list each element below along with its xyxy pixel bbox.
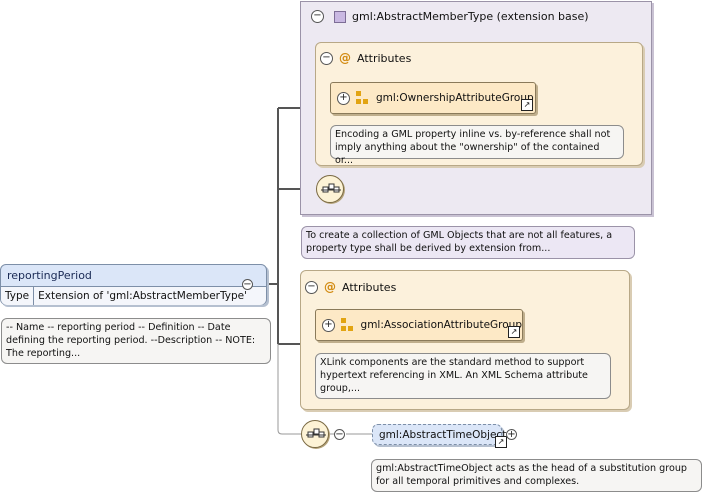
type-label: Type	[1, 287, 35, 305]
type-value: Extension of 'gml:AbstractMemberType'	[38, 290, 247, 302]
element-note: -- Name -- reporting period -- Definitio…	[1, 318, 271, 364]
attributes-header: − @ Attributes	[320, 51, 411, 65]
child-element-box[interactable]: gml:AbstractTimeObject ↗	[372, 424, 507, 448]
attributes-label: Attributes	[342, 280, 397, 294]
link-icon[interactable]: ↗	[521, 99, 533, 111]
collapse-icon[interactable]: −	[311, 10, 324, 23]
link-icon[interactable]: ↗	[495, 436, 507, 448]
attributes-label: Attributes	[357, 51, 412, 65]
element-box[interactable]: reportingPeriod Type Extension of 'gml:A…	[0, 264, 267, 305]
collapse-icon[interactable]: −	[305, 280, 318, 294]
element-type-row: Type Extension of 'gml:AbstractMemberTyp…	[1, 286, 266, 305]
attributes-header: − @ Attributes	[305, 280, 396, 294]
complex-type-icon	[334, 10, 346, 23]
child-element-note: gml:AbstractTimeObject acts as the head …	[371, 459, 702, 492]
attribute-group-note: Encoding a GML property inline vs. by-re…	[330, 125, 624, 166]
extension-base-note: To create a collection of GML Objects th…	[301, 226, 635, 259]
collapse-icon[interactable]: −	[334, 429, 345, 440]
attribute-group-name: gml:OwnershipAttributeGroup	[376, 92, 534, 104]
connector-line	[277, 344, 301, 435]
element-name: reportingPeriod	[7, 269, 92, 282]
attribute-icon: @	[324, 280, 336, 294]
attributes-box: − @ Attributes + gml:OwnershipAttributeG…	[315, 42, 643, 166]
attribute-group-icon	[356, 91, 368, 104]
attribute-group-box[interactable]: + gml:AssociationAttributeGroup ↗	[315, 309, 523, 341]
link-icon[interactable]: ↗	[508, 326, 520, 338]
expand-icon[interactable]: +	[322, 318, 335, 332]
attribute-icon: @	[339, 51, 351, 65]
attributes-box: − @ Attributes + gml:AssociationAttribut…	[300, 270, 630, 410]
sequence-compositor-icon[interactable]	[301, 420, 329, 448]
sequence-compositor-icon[interactable]	[316, 175, 344, 203]
extension-base-title: gml:AbstractMemberType (extension base)	[352, 10, 589, 23]
expand-icon[interactable]: +	[337, 91, 350, 105]
extension-base-header: − gml:AbstractMemberType (extension base…	[311, 10, 589, 23]
attribute-group-note: XLink components are the standard method…	[315, 353, 611, 399]
expand-icon[interactable]: +	[506, 429, 517, 440]
attribute-group-box[interactable]: + gml:OwnershipAttributeGroup ↗	[330, 82, 536, 114]
collapse-icon[interactable]: −	[242, 279, 253, 290]
collapse-icon[interactable]: −	[320, 51, 333, 65]
attribute-group-icon	[340, 318, 353, 331]
child-element-name: gml:AbstractTimeObject	[379, 429, 507, 441]
attribute-group-name: gml:AssociationAttributeGroup	[360, 319, 522, 331]
extension-base-box: − gml:AbstractMemberType (extension base…	[300, 1, 652, 215]
